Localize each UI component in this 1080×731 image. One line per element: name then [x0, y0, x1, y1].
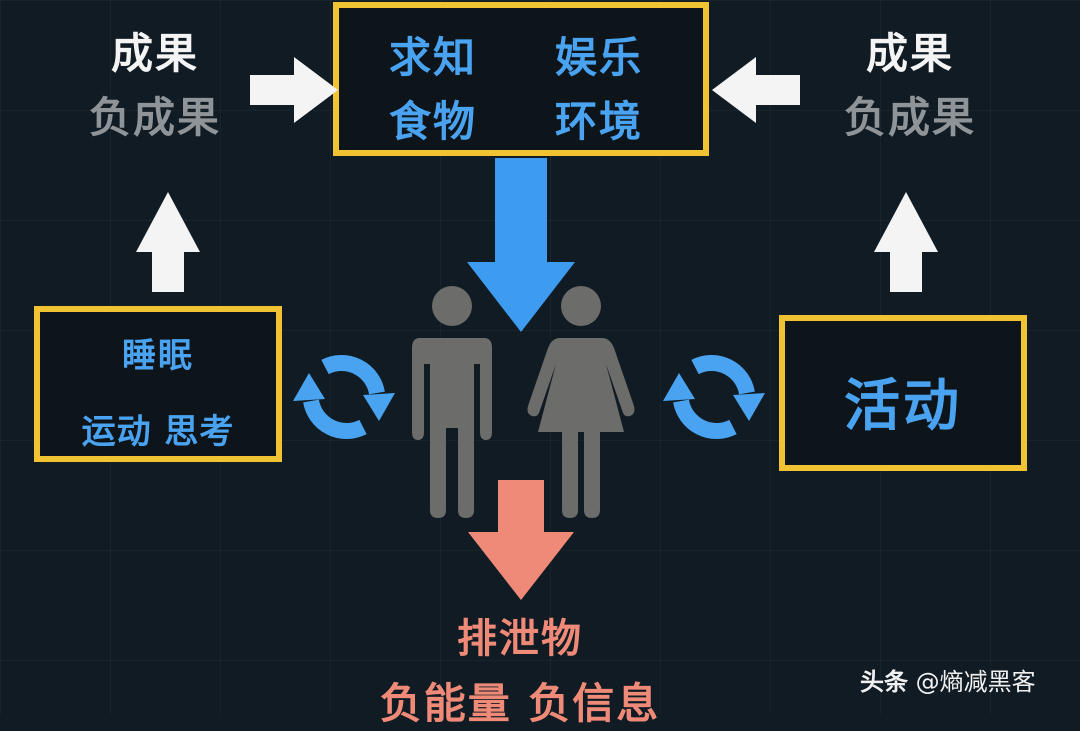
left-outcome-positive: 成果 — [110, 29, 199, 78]
right-outcome-positive: 成果 — [865, 29, 954, 78]
female-figure-icon — [527, 286, 635, 518]
left-outcome-negative: 负成果 — [88, 93, 221, 142]
output-title: 排泄物 — [457, 616, 583, 662]
left-box-sleep: 睡眠 — [122, 336, 194, 376]
right-activity-box: 活动 — [779, 315, 1027, 471]
arrow-up-left-icon — [136, 192, 200, 292]
input-box: 求知 娱乐 食物 环境 — [333, 2, 709, 156]
left-activity-box: 睡眠 运动 思考 — [34, 306, 282, 462]
input-arrow-down-icon — [467, 158, 575, 332]
input-item-knowledge: 求知 — [389, 33, 478, 82]
male-figure-icon — [412, 286, 492, 518]
right-outcome-negative: 负成果 — [843, 93, 976, 142]
arrow-left-icon — [712, 57, 800, 123]
arrow-right-icon — [250, 57, 338, 123]
refresh-cycle-left-icon — [293, 355, 395, 439]
watermark-handle: @熵减黑客 — [915, 668, 1036, 696]
output-arrow-down-icon — [468, 480, 574, 600]
watermark: 头条 @熵减黑客 — [860, 662, 1036, 697]
arrow-up-right-icon — [874, 192, 938, 292]
right-box-activity: 活动 — [844, 374, 962, 439]
refresh-cycle-right-icon — [663, 355, 765, 439]
watermark-brand: 头条 — [860, 668, 908, 696]
input-item-food: 食物 — [389, 97, 478, 146]
input-item-entertainment: 娱乐 — [555, 33, 644, 82]
input-item-environment: 环境 — [555, 97, 644, 146]
output-subtitle: 负能量 负信息 — [379, 679, 661, 728]
left-box-exercise-thinking: 运动 思考 — [81, 412, 235, 452]
